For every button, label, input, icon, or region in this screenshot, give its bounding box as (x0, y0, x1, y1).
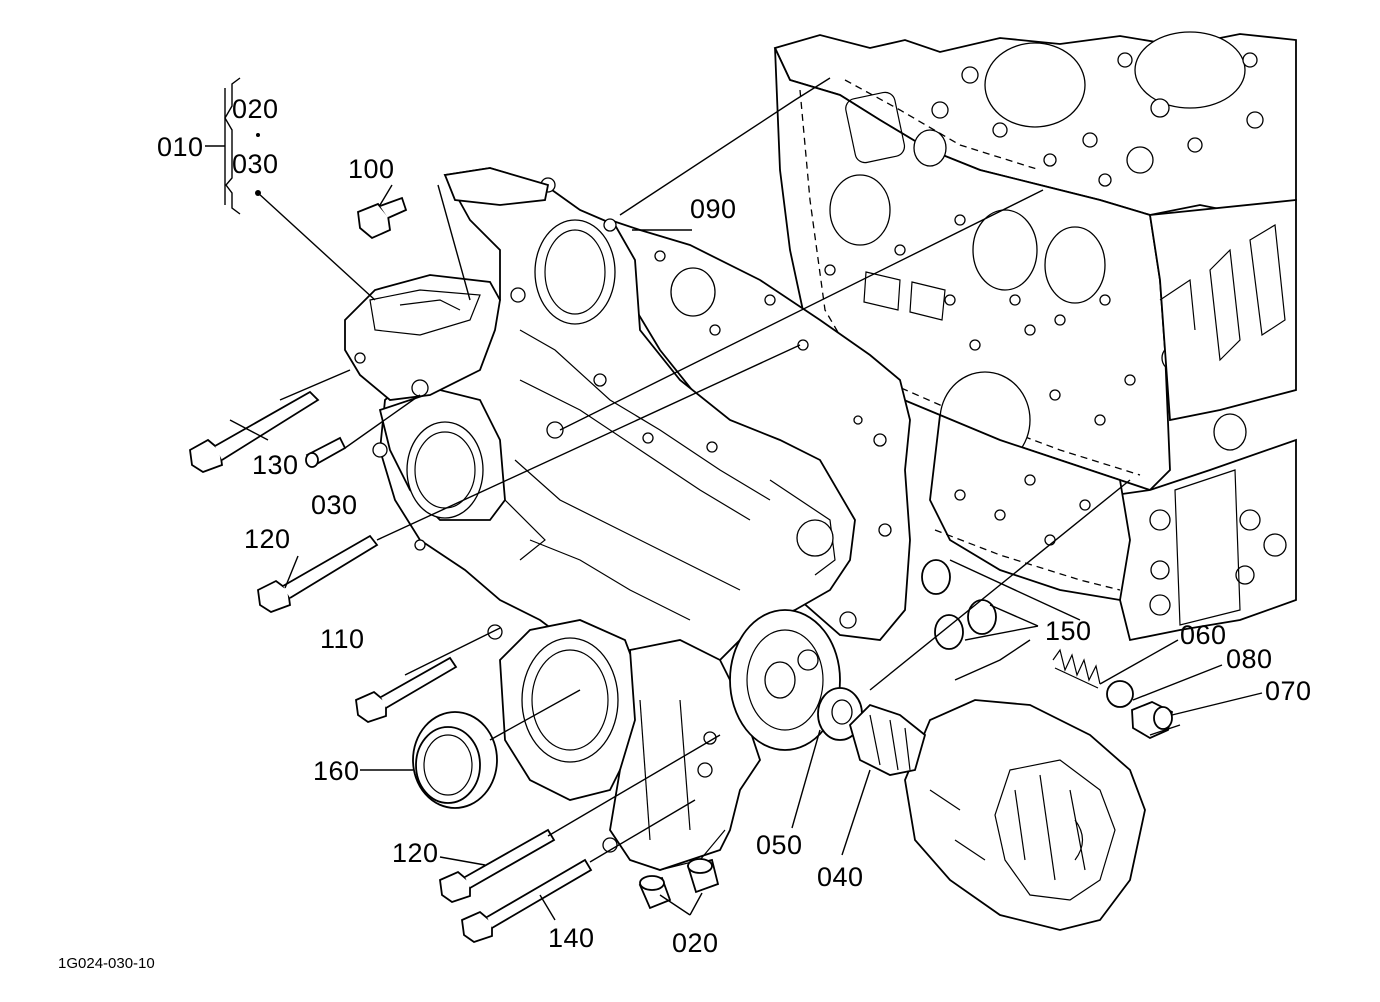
callout-010: 010 (157, 132, 204, 162)
callout-120-upper: 120 (244, 524, 291, 554)
callout-070: 070 (1265, 676, 1312, 706)
callout-120-lower: 120 (392, 838, 439, 868)
leader-lines (205, 77, 1263, 921)
callout-140: 140 (548, 923, 595, 953)
bolt-100 (357, 196, 408, 240)
callout-100: 100 (348, 154, 395, 184)
callout-150: 150 (1045, 616, 1092, 646)
oil-filter (904, 699, 1146, 931)
spring-060 (1052, 648, 1101, 689)
callout-020-top: 020 (232, 94, 279, 124)
ball-080 (1106, 680, 1134, 708)
bolt-120-upper (257, 534, 379, 613)
o-rings-150 (921, 559, 997, 650)
callout-080: 080 (1226, 644, 1273, 674)
callout-060: 060 (1180, 620, 1227, 650)
callout-030: 030 (311, 490, 358, 520)
oil-seal-160 (412, 711, 498, 809)
pump-housing (344, 167, 550, 401)
callout-020-bottom: 020 (672, 928, 719, 958)
callout-050: 050 (756, 830, 803, 860)
pin-030 (305, 436, 347, 468)
callout-160: 160 (313, 756, 360, 786)
nipple-040 (848, 703, 927, 776)
plug-070 (1131, 701, 1174, 740)
plugs-020 (638, 858, 720, 910)
callout-090: 090 (690, 194, 737, 224)
bolt-140 (461, 858, 593, 943)
callout-030-top: 030 (232, 149, 279, 179)
callout-110: 110 (320, 624, 365, 654)
drawing-code: 1G024-030-10 (58, 955, 155, 972)
callout-040: 040 (817, 862, 864, 892)
bolt-130 (189, 390, 320, 473)
bolt-110 (355, 656, 458, 723)
callout-130: 130 (252, 450, 299, 480)
